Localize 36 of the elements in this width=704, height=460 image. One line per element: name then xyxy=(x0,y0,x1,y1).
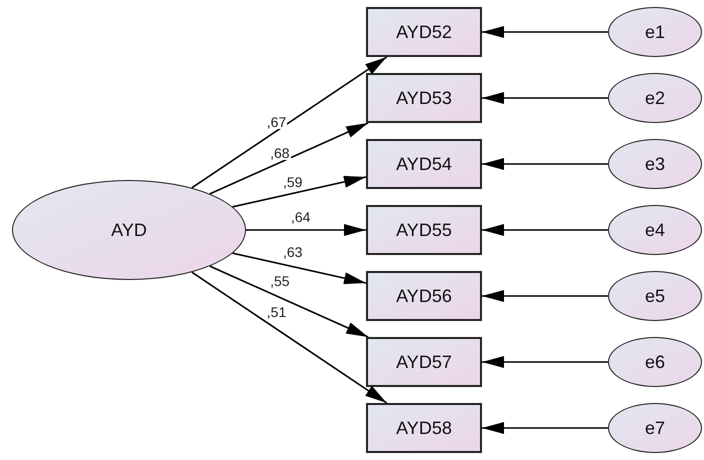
arrow xyxy=(482,422,608,434)
arrow xyxy=(482,158,608,170)
arrow xyxy=(232,176,366,208)
ellipse-node: e1 xyxy=(608,7,702,57)
edge-label: ,51 xyxy=(266,304,288,318)
rectangle-node: AYD58 xyxy=(366,403,482,453)
edge-label: ,55 xyxy=(269,274,291,288)
rectangle-node: AYD53 xyxy=(366,73,482,123)
edge-label: ,59 xyxy=(282,174,304,189)
arrow xyxy=(191,56,388,188)
ellipse-node: e3 xyxy=(608,139,702,189)
rectangle-node: AYD55 xyxy=(366,205,482,255)
ellipse-node: e4 xyxy=(608,205,702,255)
ellipse-node: e2 xyxy=(608,73,702,123)
arrow xyxy=(482,26,608,38)
ellipse-node: AYD xyxy=(12,180,246,280)
arrow xyxy=(246,224,366,236)
ellipse-node: e6 xyxy=(608,337,702,387)
rectangle-node: AYD52 xyxy=(366,7,482,57)
rectangle-node: AYD57 xyxy=(366,337,482,387)
rectangle-node: AYD54 xyxy=(366,139,482,189)
ellipse-node: e7 xyxy=(608,403,702,453)
edge-label: ,64 xyxy=(290,210,312,224)
edge-label: ,67 xyxy=(266,115,288,130)
arrow xyxy=(482,92,608,104)
arrow xyxy=(232,252,366,284)
arrow xyxy=(209,265,368,338)
arrow xyxy=(482,224,608,236)
arrow xyxy=(191,272,388,404)
rectangle-node: AYD56 xyxy=(366,271,482,321)
edge-label: ,68 xyxy=(269,146,291,160)
ellipse-node: e5 xyxy=(608,271,702,321)
edge-label: ,63 xyxy=(282,245,304,260)
arrow xyxy=(209,122,368,195)
arrow xyxy=(482,290,608,302)
arrow xyxy=(482,356,608,368)
